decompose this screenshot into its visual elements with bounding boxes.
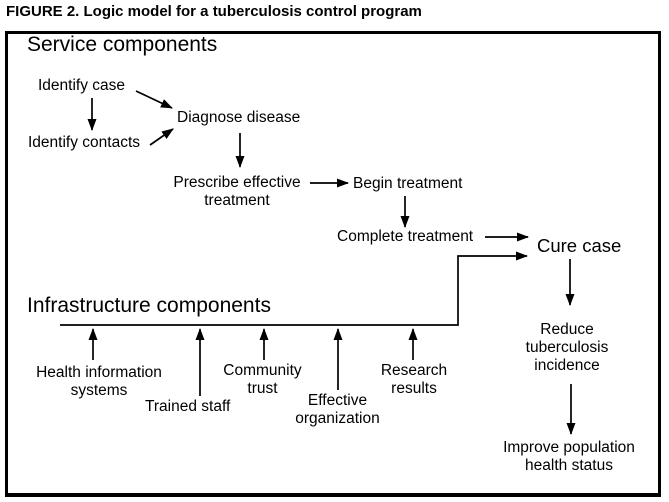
- infrastructure-components-heading: Infrastructure components: [27, 294, 271, 317]
- arrow-identify-case-to-diagnose-disease: [135, 90, 173, 109]
- node-begin-treatment: Begin treatment: [353, 175, 463, 192]
- node-community-trust: Community trust: [223, 362, 302, 397]
- node-cure-case: Cure case: [537, 235, 622, 256]
- node-complete-treatment: Complete treatment: [337, 228, 474, 245]
- node-diagnose-disease: Diagnose disease: [177, 109, 301, 126]
- arrow-identify-contacts-to-diagnose-disease: [149, 128, 174, 146]
- figure-caption: FIGURE 2. Logic model for a tuberculosis…: [6, 3, 422, 20]
- node-health-information-systems: Health information systems: [36, 364, 162, 399]
- node-trained-staff: Trained staff: [145, 398, 231, 415]
- node-reduce-tuberculosis-incidence: Reduce tuberculosis incidence: [525, 321, 609, 374]
- diagram-frame: [5, 31, 661, 497]
- node-effective-organization: Effective organization: [295, 392, 380, 427]
- node-improve-population-health-status: Improve population health status: [503, 439, 635, 474]
- node-identify-case: Identify case: [38, 77, 126, 94]
- node-identify-contacts: Identify contacts: [28, 134, 141, 151]
- node-research-results: Research results: [380, 362, 448, 397]
- node-prescribe-effective-treatment: Prescribe effective treatment: [173, 174, 301, 209]
- infrastructure-platform-line-to-cure-case: [60, 251, 528, 326]
- service-components-heading: Service components: [27, 33, 218, 56]
